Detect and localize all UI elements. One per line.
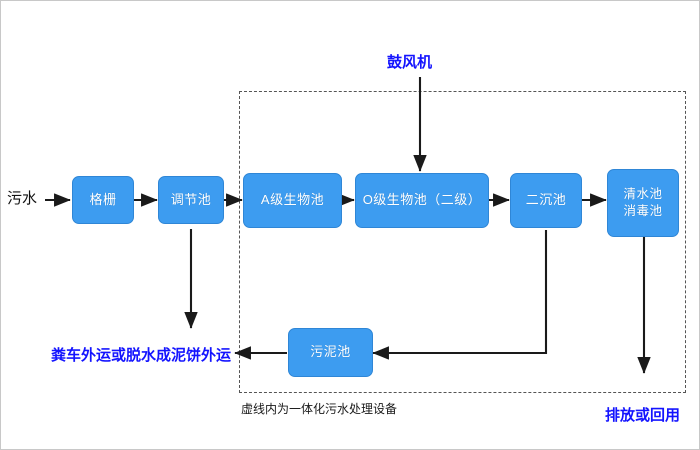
node-clean-water-disinfection-tank[interactable]: 清水池 消毒池 — [607, 169, 679, 237]
node-clean-water-tank-label: 清水池 — [623, 187, 663, 202]
node-o-grade-bio-tank[interactable]: O级生物池（二级） — [355, 173, 489, 228]
blower-label: 鼓风机 — [387, 54, 433, 71]
node-disinfection-tank-label: 消毒池 — [623, 204, 663, 218]
node-a-grade-bio-tank[interactable]: A级生物池 — [243, 173, 342, 228]
integrated-equipment-boundary — [239, 91, 686, 393]
node-gezha-label: 格栅 — [89, 191, 117, 207]
node-tiaojie[interactable]: 调节池 — [158, 176, 224, 224]
influent-label: 污水 — [7, 190, 38, 207]
node-sludge-tank-label: 污泥池 — [310, 344, 351, 360]
node-sludge-tank[interactable]: 污泥池 — [288, 328, 373, 377]
sludge-disposal-label: 粪车外运或脱水成泥饼外运 — [51, 347, 232, 364]
node-a-grade-bio-tank-label: A级生物池 — [260, 192, 325, 208]
node-gezha[interactable]: 格栅 — [72, 176, 134, 224]
effluent-label: 排放或回用 — [605, 407, 681, 424]
dashed-zone-caption: 虚线内为一体化污水处理设备 — [241, 402, 398, 416]
node-secondary-clarifier-label: 二沉池 — [525, 192, 567, 208]
node-o-grade-bio-tank-label: O级生物池（二级） — [362, 192, 482, 208]
node-secondary-clarifier[interactable]: 二沉池 — [510, 173, 582, 228]
node-tiaojie-label: 调节池 — [170, 191, 212, 207]
